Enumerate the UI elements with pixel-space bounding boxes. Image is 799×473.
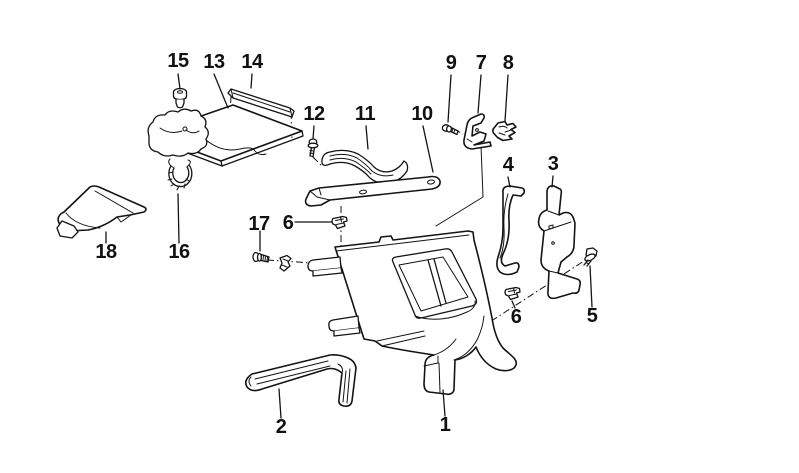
callout-16: 16 xyxy=(168,241,190,263)
callout-16-leader-line xyxy=(177,193,180,244)
part-6-left-drawing xyxy=(331,215,348,230)
callout-4: 4 xyxy=(503,154,515,176)
callout-4-leader-line xyxy=(507,176,511,188)
dash-panel-to-screw5 xyxy=(478,260,585,330)
dash-screw12-to-duct xyxy=(312,156,323,167)
callout-15: 15 xyxy=(167,50,189,72)
link-line-bracket7-to-panel xyxy=(435,144,484,227)
callout-2: 2 xyxy=(276,416,287,438)
callout-3: 3 xyxy=(548,153,559,175)
callout-8: 8 xyxy=(503,52,514,74)
part-14-drawing xyxy=(227,88,295,118)
callout-11: 11 xyxy=(355,103,376,125)
callout-6-right: 6 xyxy=(511,306,522,328)
callout-13: 13 xyxy=(203,51,225,73)
callout-6-right-leader-line xyxy=(511,300,516,309)
callout-14-leader-line xyxy=(250,73,253,89)
callout-14: 14 xyxy=(241,51,264,73)
callout-18: 18 xyxy=(95,241,117,263)
part-18-drawing xyxy=(56,185,147,239)
part-16-drawing xyxy=(167,158,193,191)
callout-1: 1 xyxy=(440,414,451,436)
callout-12-leader-line xyxy=(312,125,315,140)
callout-9-leader-line xyxy=(447,74,452,123)
part-1-drawing xyxy=(307,230,518,396)
callout-9: 9 xyxy=(446,52,457,74)
callout-7: 7 xyxy=(476,52,487,74)
callout-5-leader-line xyxy=(589,265,593,308)
part-6-right-drawing xyxy=(504,286,521,301)
callout-6-left: 6 xyxy=(283,212,294,234)
part-10-drawing xyxy=(304,175,441,207)
part-7-drawing xyxy=(463,113,492,150)
callout-8-leader-line xyxy=(504,74,509,122)
callout-15-leader-line xyxy=(177,73,181,90)
part-3-drawing xyxy=(537,185,581,300)
part-15-drawing xyxy=(172,87,188,109)
part-12-drawing xyxy=(307,138,319,158)
callout-2-leader-line xyxy=(278,388,282,419)
part-8-drawing xyxy=(492,120,517,142)
part-13-drawing xyxy=(147,104,304,167)
part-9-drawing xyxy=(441,124,459,136)
speed-nut-drawing xyxy=(279,254,292,272)
callout-3-leader-line xyxy=(551,175,554,188)
callout-12: 12 xyxy=(303,103,325,125)
callout-10: 10 xyxy=(411,103,433,125)
part-11-drawing xyxy=(321,149,409,184)
callout-1-leader-line xyxy=(442,389,446,417)
callout-5: 5 xyxy=(587,305,598,327)
part-5-drawing xyxy=(583,247,598,267)
callout-13-leader-line xyxy=(213,73,229,109)
callout-10-leader-line xyxy=(422,125,434,173)
part-4-drawing xyxy=(496,185,526,276)
part-17-drawing xyxy=(252,251,270,263)
callout-17: 17 xyxy=(248,213,270,235)
part-2-drawing xyxy=(245,354,357,407)
callout-7-leader-line xyxy=(477,74,482,114)
callout-11-leader-line xyxy=(365,125,369,150)
